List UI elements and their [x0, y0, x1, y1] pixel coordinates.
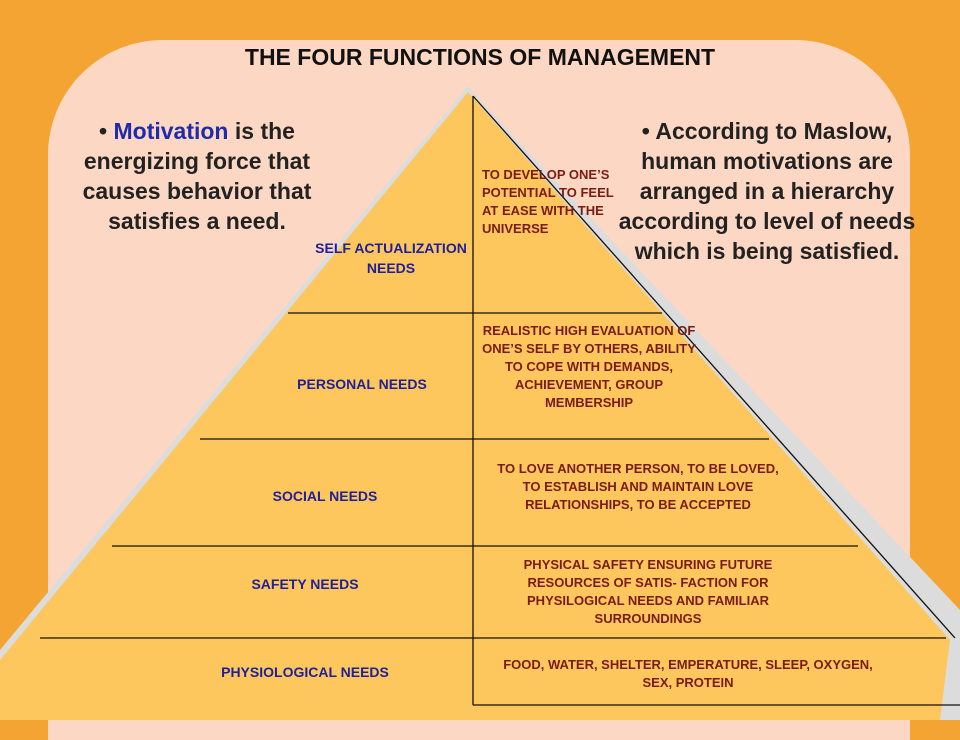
level-name-social: SOCIAL NEEDS: [272, 488, 378, 504]
pyramid-face: [0, 92, 950, 720]
level-desc-physiological: FOOD, WATER, SHELTER, EMPERATURE, SLEEP,…: [503, 657, 873, 690]
level-name-physiological: PHYSIOLOGICAL NEEDS: [221, 664, 389, 680]
level-name-safety: SAFETY NEEDS: [251, 576, 359, 592]
maslow-statement: According to Maslow, human motivations a…: [618, 118, 916, 264]
page-title: THE FOUR FUNCTIONS OF MANAGEMENT: [244, 44, 716, 70]
level-desc-personal: REALISTIC HIGH EVALUATION OF ONE’S SELF …: [482, 323, 696, 410]
bullet-icon: •: [99, 118, 108, 144]
level-desc-self-actualization: TO DEVELOP ONE’S POTENTIAL TO FEEL AT EA…: [482, 167, 614, 236]
level-desc-safety: PHYSICAL SAFETY ENSURING FUTURE RESOURCE…: [523, 557, 773, 626]
level-name-personal: PERSONAL NEEDS: [297, 376, 427, 392]
bullet-icon: •: [641, 118, 650, 144]
needs-pyramid: [0, 86, 960, 720]
level-desc-social: TO LOVE ANOTHER PERSON, TO BE LOVED, TO …: [497, 461, 779, 512]
motivation-keyword: Motivation: [113, 118, 229, 144]
motivation-definition: is the energizing force that causes beha…: [82, 118, 312, 234]
level-name-self-actualization: SELF ACTUALIZATION NEEDS: [315, 240, 467, 276]
pyramid-right-edge: [472, 95, 956, 639]
motivation-bullet: • Motivation is the energizing force tha…: [62, 116, 332, 236]
maslow-bullet: • According to Maslow, human motivations…: [612, 116, 922, 266]
